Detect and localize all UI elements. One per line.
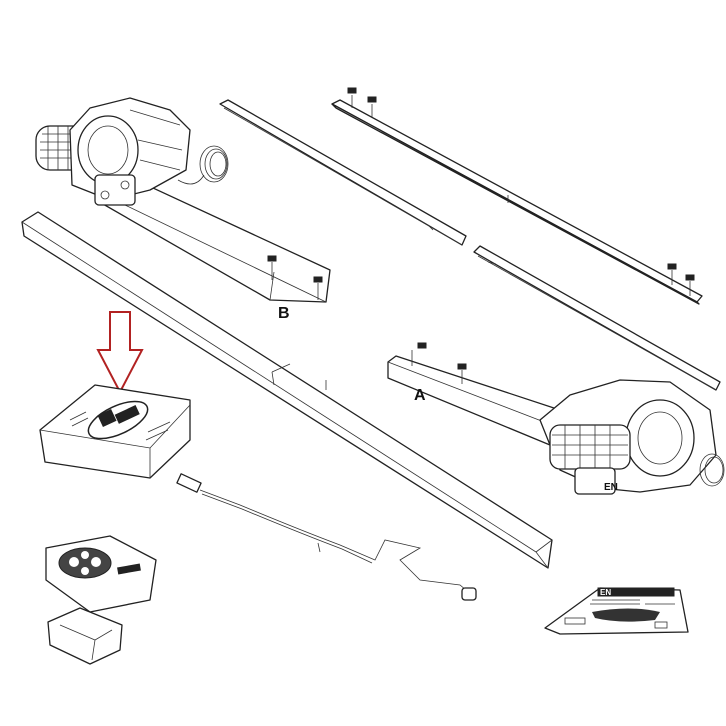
motor-unit-b: B: [35, 97, 331, 322]
coiled-cable: [699, 453, 725, 487]
remote-holder: [47, 607, 123, 665]
instruction-manual: EN: [544, 587, 689, 635]
bolt-icon: [267, 255, 323, 300]
motor-unit-a: A EN: [387, 342, 717, 495]
bolt-icon: [347, 87, 695, 296]
connecting-rod-upper: [331, 87, 703, 305]
red-arrow-indicator: [96, 311, 144, 395]
cable-with-connector: [176, 473, 477, 601]
logo-text: EN: [600, 588, 611, 597]
bolt-icon: [411, 342, 467, 384]
cross-rod-left: [219, 99, 467, 246]
remote-control: [45, 535, 157, 613]
long-square-tube: [21, 211, 553, 569]
control-box: [39, 384, 191, 479]
cross-rod-right: [473, 245, 721, 391]
svg-text:EN: EN: [604, 482, 618, 493]
part-label-a: A: [414, 387, 426, 404]
coiled-cable: [177, 145, 229, 185]
part-label-b: B: [278, 305, 290, 322]
